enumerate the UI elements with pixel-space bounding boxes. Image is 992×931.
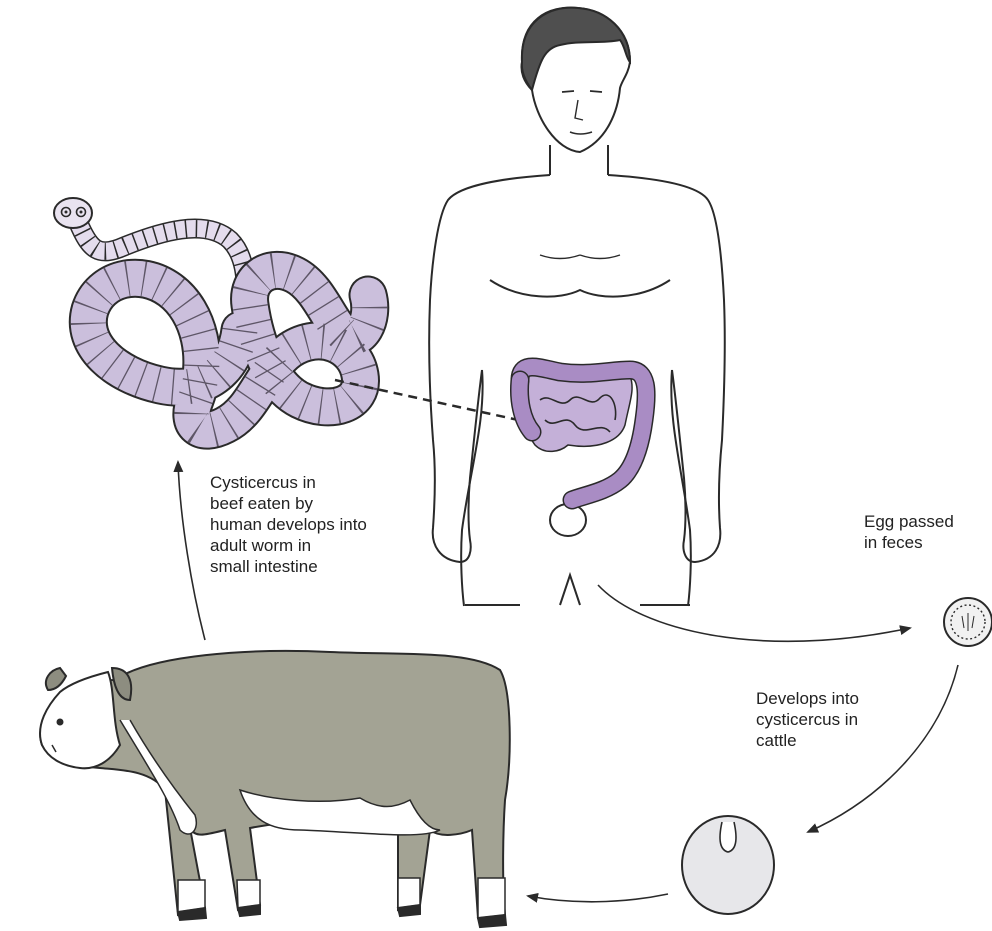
cysticercus-icon — [682, 816, 774, 914]
intestine-icon — [520, 367, 647, 500]
egg-icon — [944, 598, 992, 646]
tapeworm-icon — [54, 198, 370, 430]
cysticercus-eaten-label: Cysticercus in beef eaten by human devel… — [210, 472, 440, 577]
cow-icon — [40, 651, 510, 927]
cysticercus-to-cow-arrow — [528, 894, 668, 902]
human-to-egg-arrow — [598, 585, 910, 641]
develops-cysticercus-label: Develops into cysticercus in cattle — [756, 688, 916, 751]
cow-to-worm-arrow — [178, 462, 205, 640]
egg-passed-label: Egg passed in feces — [864, 511, 984, 553]
human-figure-icon — [429, 8, 725, 606]
